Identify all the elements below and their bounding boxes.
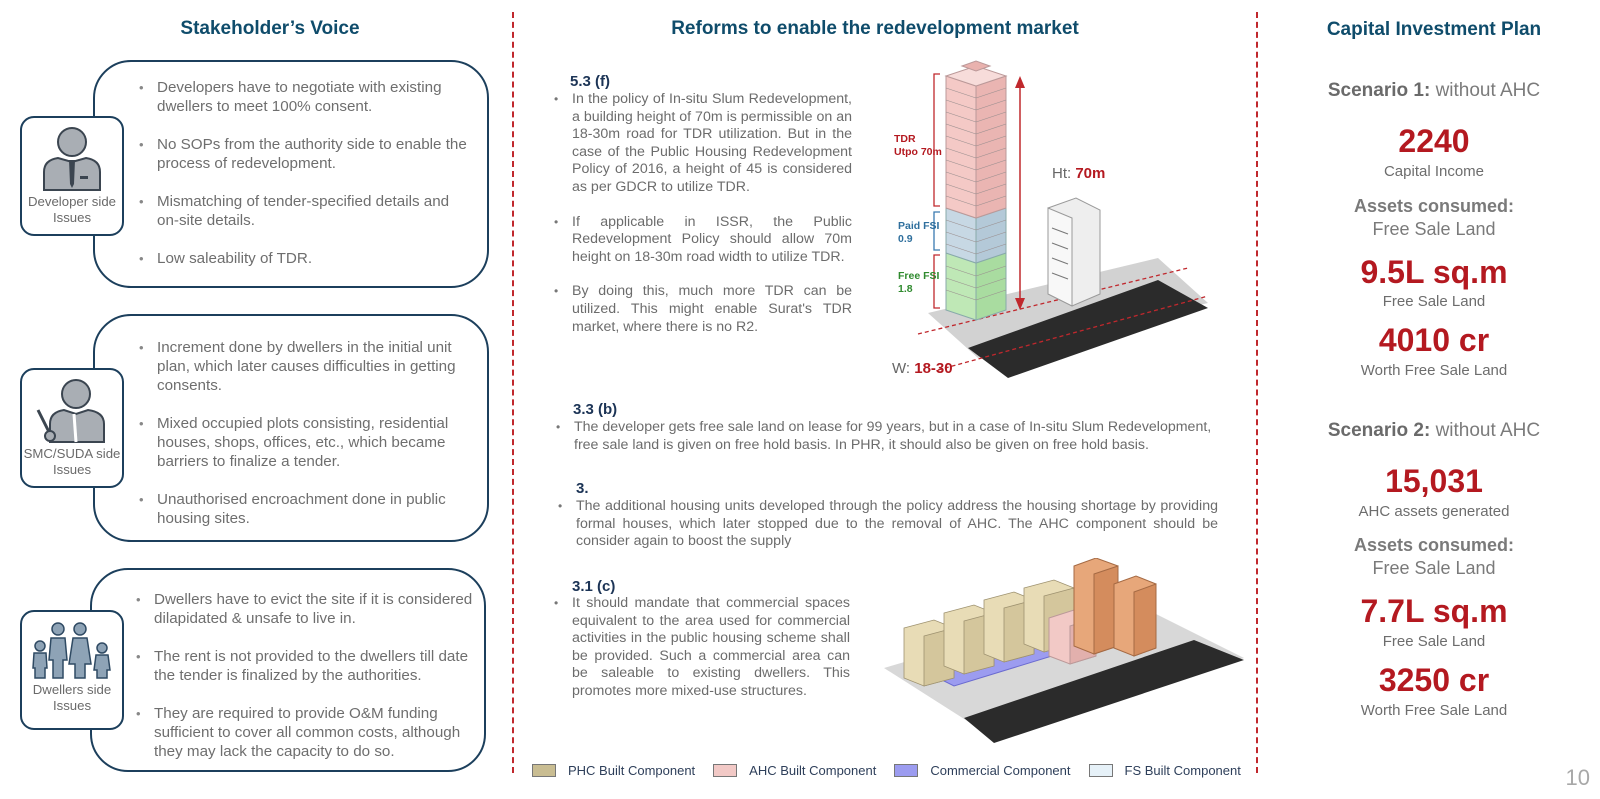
scenario-2-land-caption: Free Sale Land [1382,633,1486,650]
legend-ahc-swatch [713,764,738,777]
reform-3-3b-para: The developer gets free sale land on lea… [556,419,1222,454]
reforms-title: Reforms to enable the redevelopment mark… [671,18,1079,39]
reform-5-3f-para-1: In the policy of In-situ Slum Redevelopm… [554,91,852,197]
paid-fsi-label: Paid FSI 0.9 [898,220,940,245]
component-legend: PHC Built Component AHC Built Component … [532,763,1241,778]
width-label: W: 18-30 [892,360,953,377]
reform-5-3f-heading: 5.3 (f) [570,73,611,90]
scenario-1-worth-caption: Worth Free Sale Land [1360,362,1508,379]
scenario-1-title: Scenario 1: without AHC [1327,80,1541,101]
stakeholders-title: Stakeholder’s Voice [180,18,360,39]
scenario-1-capital-income-caption: Capital Income [1383,163,1485,180]
tower-height-diagram [917,60,1209,378]
reform-3-body: The additional housing units developed t… [556,498,1218,551]
reform-3-1c-para: It should mandate that commercial spaces… [554,595,850,701]
scenario-2-ahc-assets-value: 15,031 [1385,463,1483,499]
legend-phc-swatch [532,764,556,777]
family-icon [32,622,111,679]
dwellers-issues-card: Dwellers have to evict the site if it is… [90,568,486,772]
legend-ahc: AHC Built Component [713,763,876,778]
legend-commercial: Commercial Component [894,763,1071,778]
reform-3-3b-heading: 3.3 (b) [573,401,618,418]
reform-5-3f-body: In the policy of In-situ Slum Redevelopm… [552,91,852,336]
developer-issues-card: Developers have to negotiate with existi… [93,60,489,288]
developer-issue-2: No SOPs from the authority side to enabl… [131,135,475,173]
developer-badge: Developer side Issues [20,116,124,236]
dwellers-badge: Dwellers side Issues [20,610,124,730]
developer-badge-label: Developer side Issues [28,194,116,225]
legend-fs-swatch [1088,764,1113,777]
scenario-1-land-caption: Free Sale Land [1382,293,1486,310]
tdr-label: TDR Utpo 70m [894,133,942,158]
scenario-1-land-value: 9.5L sq.m [1360,254,1508,290]
scenario-2-land-value: 7.7L sq.m [1360,593,1508,629]
scenario-1-worth-value: 4010 cr [1378,322,1490,358]
developer-issue-3: Mismatching of tender-specified details … [131,192,475,230]
smc-badge: SMC/SUDA side Issues [20,368,124,488]
scenario-2-worth-caption: Worth Free Sale Land [1360,702,1508,719]
developer-person-icon [43,127,101,191]
reform-3-3b-body: The developer gets free sale land on lea… [554,419,1222,454]
reform-3-1c-heading: 3.1 (c) [572,578,616,595]
reform-3-para: The additional housing units developed t… [558,498,1218,551]
official-person-icon [36,379,105,443]
scenario-1-assets-consumed-value: Free Sale Land [1372,219,1496,239]
reform-5-3f-para-3: By doing this, much more TDR can be util… [554,283,852,336]
scenario-2-worth-value: 3250 cr [1378,662,1490,698]
reform-3-heading: 3. [576,480,589,497]
smc-issues-card: Increment done by dwellers in the initia… [93,314,489,542]
smc-issue-3: Unauthorised encroachment done in public… [131,490,475,528]
divider-left [512,12,514,773]
reform-5-3f-para-2: If applicable in ISSR, the Public Redeve… [554,214,852,267]
free-fsi-label: Free FSI 1.8 [898,270,940,295]
scenario-2-assets-consumed: Assets consumed: [1353,535,1515,555]
dweller-issue-1: Dwellers have to evict the site if it is… [128,590,474,628]
smc-badge-label: SMC/SUDA side Issues [23,446,121,477]
scenario-2-assets-consumed-value: Free Sale Land [1372,558,1496,578]
developer-issue-4: Low saleability of TDR. [131,249,475,268]
legend-fs: FS Built Component [1088,763,1241,778]
smc-issue-1: Increment done by dwellers in the initia… [131,338,475,395]
dweller-issue-2: The rent is not provided to the dwellers… [128,647,474,685]
divider-right [1256,12,1258,773]
scenario-1-capital-income-value: 2240 [1398,123,1470,159]
legend-phc: PHC Built Component [532,763,695,778]
smc-issue-2: Mixed occupied plots consisting, residen… [131,414,475,471]
mixed-use-illustration [884,558,1244,743]
dweller-issue-3: They are required to provide O&M funding… [128,704,474,761]
page-number: 10 [1565,765,1590,790]
height-label: Ht: 70m [1052,165,1106,182]
capital-plan-title: Capital Investment Plan [1326,19,1542,40]
reform-3-1c-body: It should mandate that commercial spaces… [552,595,850,701]
scenario-2-title: Scenario 2: without AHC [1327,420,1541,441]
scenario-2-ahc-assets-caption: AHC assets generated [1358,503,1510,520]
dwellers-badge-label: Dwellers side Issues [32,682,112,713]
scenario-1-assets-consumed: Assets consumed: [1353,196,1515,216]
developer-issue-1: Developers have to negotiate with existi… [131,78,475,116]
legend-commercial-swatch [894,764,919,777]
